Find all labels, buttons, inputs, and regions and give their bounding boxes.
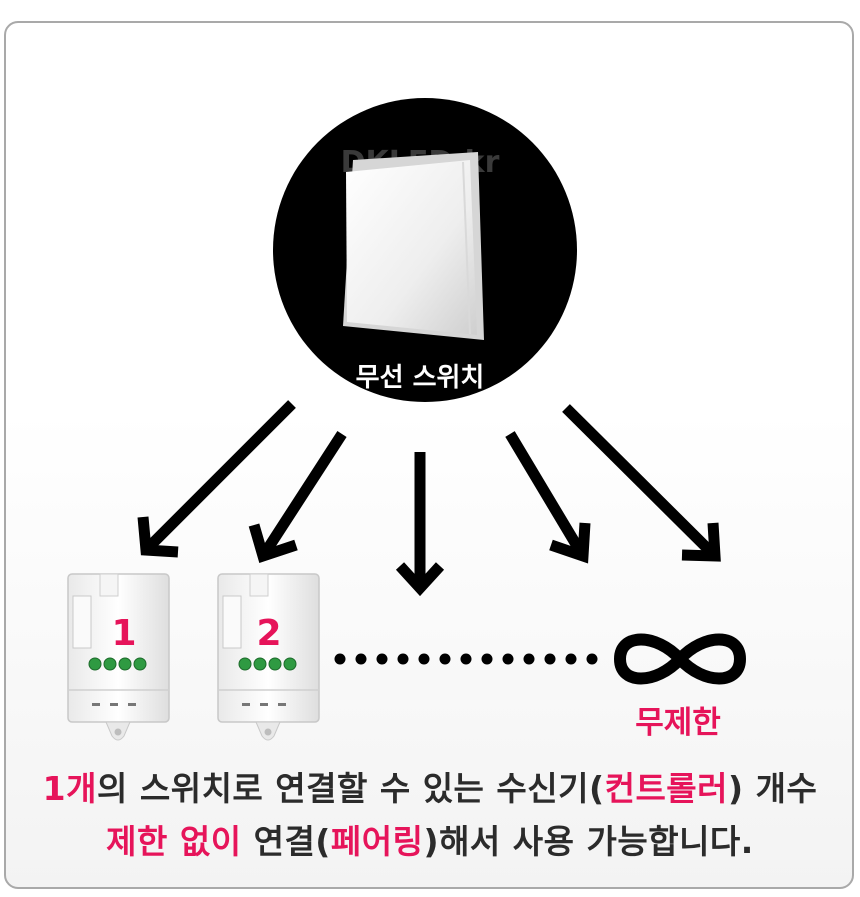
receiver-module-icon — [67, 573, 170, 741]
arrow-down-icon — [505, 431, 591, 564]
caption-segment: )해서 사용 가능합니다. — [423, 822, 754, 861]
receiver-number: 2 — [256, 613, 281, 654]
caption-segment: 연결( — [241, 822, 331, 861]
infinity-symbol-icon — [613, 633, 747, 685]
arrow-down-icon — [137, 400, 296, 558]
caption-segment: ) 개수 — [728, 769, 818, 808]
unlimited-label: 무제한 — [635, 705, 721, 741]
caption-segment: 1개 — [42, 769, 97, 808]
wireless-switch-icon — [343, 152, 484, 340]
caption-segment: 제한 없이 — [106, 822, 242, 861]
arrow-down-icon — [562, 404, 721, 562]
receiver-module-icon — [217, 573, 320, 741]
caption-segment: 의 스위치로 연결할 수 있는 수신기( — [97, 769, 605, 808]
arrow-down-icon — [395, 452, 445, 597]
switch-label: 무선 스위치 — [356, 363, 485, 393]
caption-line-1: 1개의 스위치로 연결할 수 있는 수신기(컨트롤러) 개수 — [0, 762, 860, 810]
arrow-down-icon — [248, 431, 347, 564]
caption-line-2: 제한 없이 연결(페어링)해서 사용 가능합니다. — [0, 815, 860, 863]
caption-segment: 페어링 — [330, 822, 424, 861]
ellipsis-dots — [334, 653, 598, 665]
receiver-number: 1 — [111, 613, 136, 654]
caption-segment: 컨트롤러 — [604, 769, 729, 808]
